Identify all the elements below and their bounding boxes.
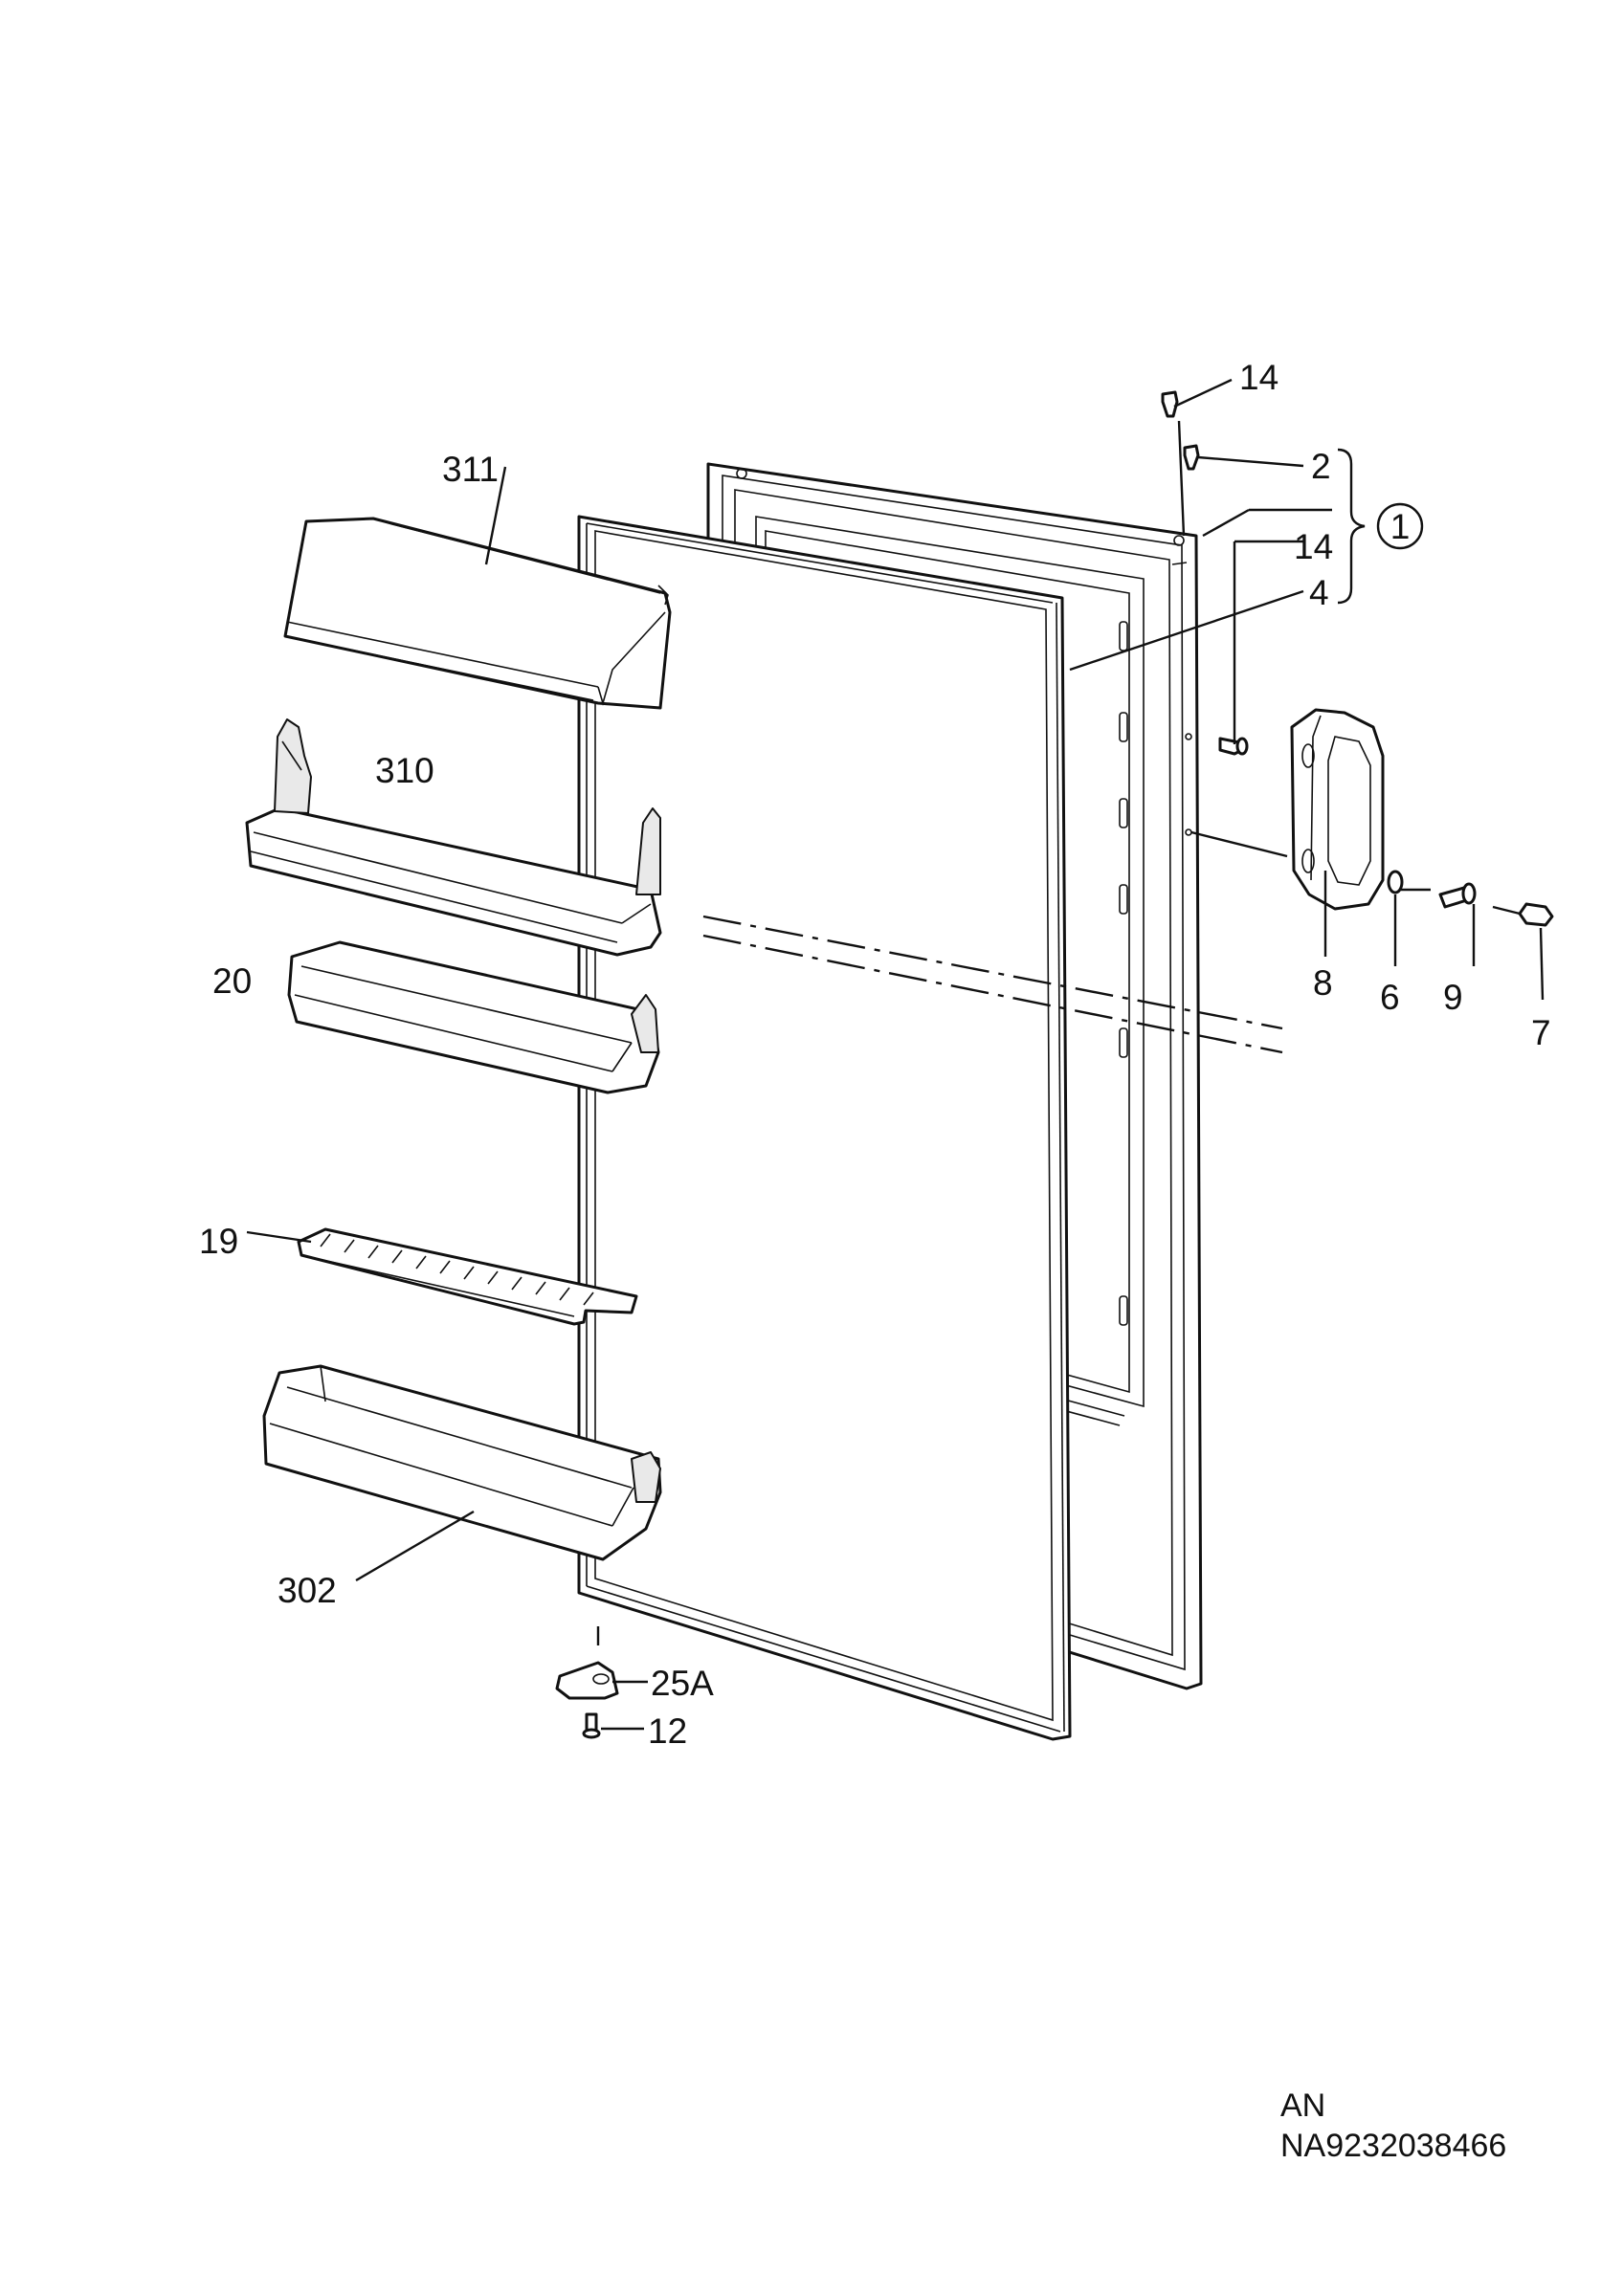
hinge-bracket-25A <box>555 1661 619 1700</box>
label-7: 7 <box>1531 1013 1551 1052</box>
screw-12 <box>582 1712 601 1739</box>
label-20: 20 <box>212 961 252 1001</box>
label-6: 6 <box>1380 978 1400 1017</box>
footer-diagram-number: NA9232038466 <box>1280 2128 1506 2164</box>
break-line <box>702 915 1283 1054</box>
door-handle-8 <box>1290 708 1385 911</box>
door-shelf-20 <box>287 940 660 1094</box>
label-14-side: 14 <box>1294 527 1333 566</box>
leader-lines <box>246 378 1545 1731</box>
footer-model-code: AN <box>1280 2087 1325 2124</box>
door-slots-right <box>1119 621 1128 1326</box>
label-9: 9 <box>1443 978 1463 1017</box>
grill-shelf-19 <box>297 1227 638 1326</box>
label-12: 12 <box>648 1711 687 1751</box>
label-1: 1 <box>1390 507 1411 546</box>
pin-14-top <box>1161 390 1179 418</box>
door-shelf-310 <box>245 718 662 957</box>
screw-9 <box>1438 882 1477 909</box>
label-14-top: 14 <box>1239 358 1278 397</box>
label-310: 310 <box>375 751 434 790</box>
assembly-brace <box>1337 448 1366 605</box>
door-gasket <box>577 515 1072 1741</box>
shelf-lid-311 <box>283 517 672 710</box>
washer-6 <box>1387 870 1404 894</box>
label-25A: 25A <box>651 1664 714 1703</box>
label-8: 8 <box>1313 963 1333 1003</box>
label-2: 2 <box>1311 447 1331 486</box>
cap-7 <box>1518 902 1554 927</box>
screw-14-side <box>1218 737 1249 756</box>
assembly-1-circle <box>1376 502 1424 550</box>
label-311: 311 <box>442 450 499 489</box>
label-4: 4 <box>1309 573 1329 612</box>
bottle-shelf-302 <box>262 1364 662 1561</box>
pin-2 <box>1183 444 1200 471</box>
label-302: 302 <box>278 1571 337 1610</box>
label-19: 19 <box>199 1222 238 1261</box>
